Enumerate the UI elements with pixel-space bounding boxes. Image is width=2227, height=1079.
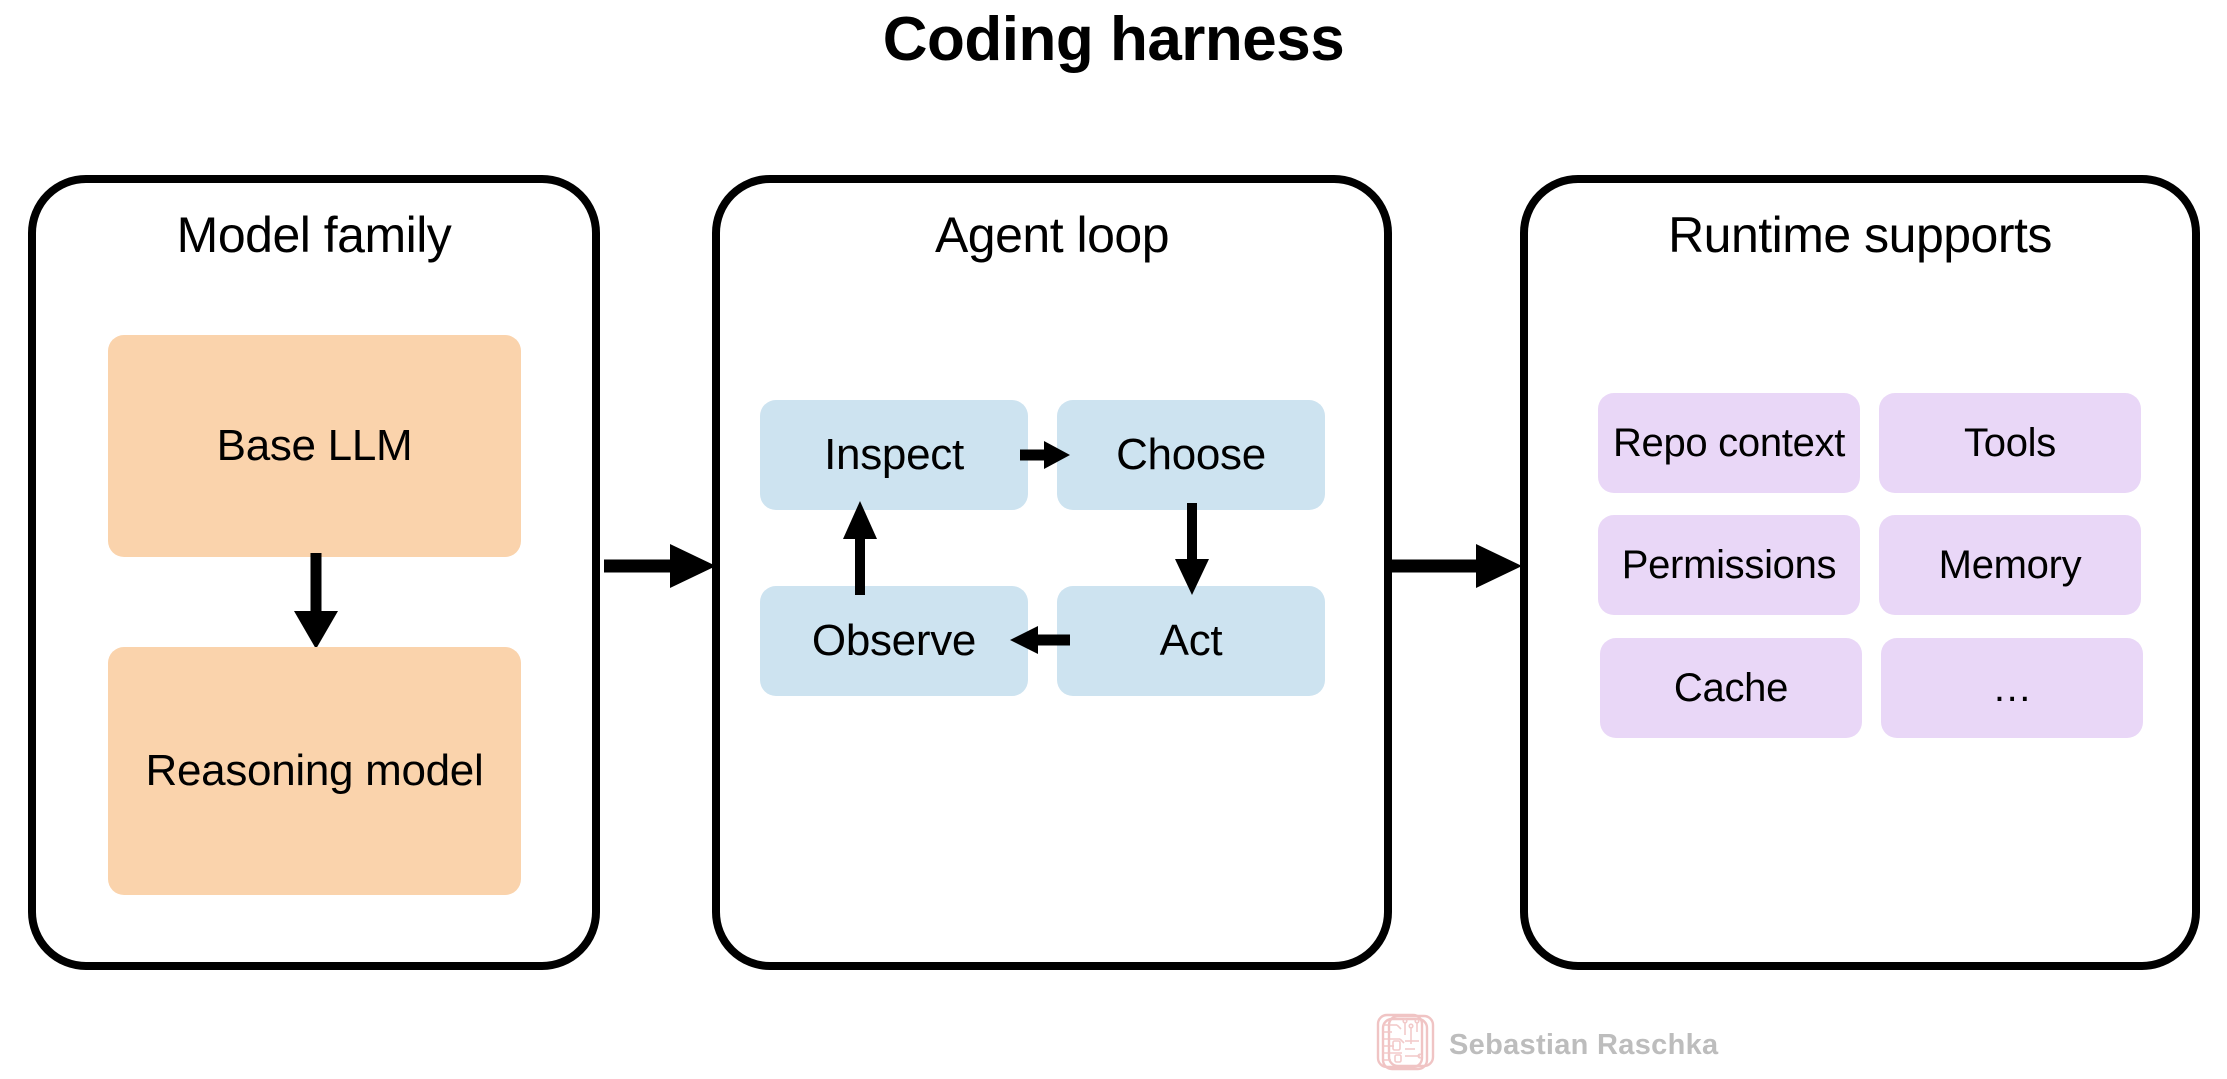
page-title: Coding harness [882,5,1345,74]
panel-agent-loop: Agent loop Inspect Choose Observe Act [712,175,1718,1071]
node-inspect[interactable]: Inspect [760,400,1028,510]
arrow-base-llm-to-reasoning-model [294,553,338,649]
node-act-label: Act [1159,615,1223,665]
node-base-llm-label: Base LLM [216,420,413,470]
node-reasoning-model-label: Reasoning model [145,745,484,795]
sebastian-raschka-logo-icon [1376,1013,1435,1071]
arrow-observe-to-inspect [843,501,877,595]
arrow-choose-to-act [1175,503,1209,595]
node-more-ellipsis[interactable]: … [1881,638,2143,738]
node-reasoning-model[interactable]: Reasoning model [108,647,521,895]
node-base-llm[interactable]: Base LLM [108,335,521,557]
node-repo-context-label: Repo context [1612,421,1846,465]
node-choose[interactable]: Choose [1057,400,1325,510]
panel-runtime-supports: Runtime supports Repo context Tools Perm… [1520,175,2200,970]
panel-title-model-family: Model family [176,207,452,263]
node-permissions-label: Permissions [1621,543,1837,587]
node-repo-context[interactable]: Repo context [1598,393,1860,493]
node-tools-label: Tools [1964,421,2056,465]
node-act[interactable]: Act [1057,586,1325,696]
node-more-label: … [1992,666,2032,710]
node-choose-label: Choose [1116,429,1266,479]
node-observe[interactable]: Observe [760,586,1028,696]
node-observe-label: Observe [811,615,977,665]
node-cache-label: Cache [1673,666,1789,710]
panel-title-agent-loop: Agent loop [934,207,1170,263]
panel-title-runtime-supports: Runtime supports [1668,207,2052,263]
watermark-text: Sebastian Raschka [1449,1028,1719,1061]
diagram-canvas: Coding harness Model family Base LLM Rea… [28,5,2200,1071]
node-permissions[interactable]: Permissions [1598,515,1860,615]
node-memory[interactable]: Memory [1879,515,2141,615]
arrow-model-family-to-agent-loop [604,544,716,588]
node-cache[interactable]: Cache [1600,638,1862,738]
arrow-agent-loop-to-runtime-supports [1392,544,1522,588]
watermark: Sebastian Raschka [1375,1011,1718,1079]
node-inspect-label: Inspect [824,429,964,479]
node-memory-label: Memory [1938,543,2082,587]
panel-model-family: Model family Base LLM Reasoning model [28,175,600,970]
node-tools[interactable]: Tools [1879,393,2141,493]
